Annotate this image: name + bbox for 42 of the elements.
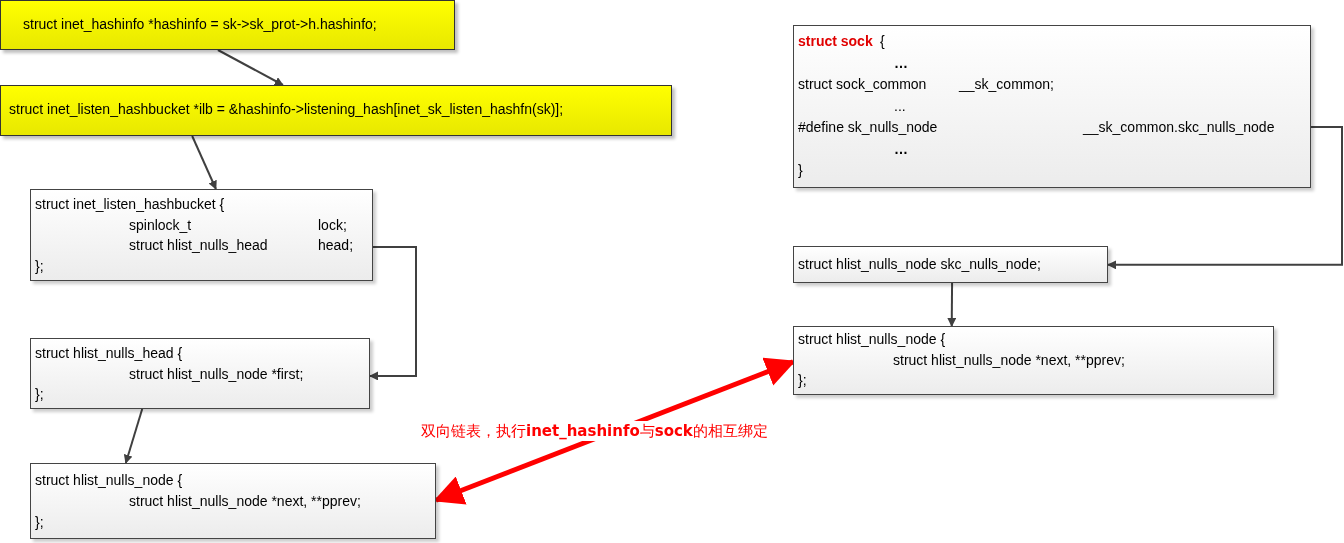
code-text: {	[880, 32, 885, 50]
arrow	[123, 408, 144, 464]
struct-definition-box	[30, 463, 436, 539]
arrow	[191, 135, 217, 190]
code-text: head;	[318, 236, 354, 254]
code-text: struct hlist_nulls_head {	[35, 344, 183, 362]
struct-definition-box	[30, 338, 370, 409]
code-text: ...	[894, 96, 906, 115]
code-text: struct inet_listen_hashbucket {	[35, 195, 225, 213]
code-text: struct hlist_nulls_node {	[798, 330, 946, 348]
struct-definition-box	[30, 189, 373, 281]
code-text: };	[35, 256, 44, 275]
code-text: __sk_common;	[959, 75, 1054, 93]
code-text: struct hlist_nulls_node {	[35, 471, 183, 489]
code-text: };	[35, 513, 44, 531]
code-text: lock;	[318, 215, 347, 234]
code-text: #define sk_nulls_node	[798, 118, 938, 136]
arrow	[216, 49, 284, 86]
code-text: struct inet_listen_hashbucket *ilb = &hashinfo->listening_hash[inet_sk_listen_hashfn(sk)];	[9, 100, 564, 118]
code-text: spinlock_t	[129, 215, 192, 234]
code-text: struct inet_hashinfo *hashinfo = sk->sk_prot->h.hashinfo;	[23, 15, 377, 33]
code-statement-box	[0, 0, 455, 50]
code-text: struct sock_common	[798, 75, 927, 93]
code-text: struct hlist_nulls_node skc_nulls_node;	[798, 255, 1041, 273]
struct-definition-box	[793, 246, 1108, 283]
code-text: …	[894, 139, 908, 158]
arrow	[1107, 126, 1343, 270]
code-text: struct hlist_nulls_node *next, **pprev;	[129, 492, 361, 510]
code-text: }	[798, 161, 803, 179]
arrow	[947, 282, 957, 327]
arrow	[369, 245, 417, 381]
code-text: struct hlist_nulls_node *next, **pprev;	[893, 350, 1125, 369]
code-text: };	[798, 371, 807, 389]
struct-definition-box	[793, 326, 1274, 395]
code-text: __sk_common.skc_nulls_node	[1083, 118, 1275, 136]
code-text: };	[35, 385, 44, 403]
code-text: struct hlist_nulls_head	[129, 236, 268, 254]
code-text: struct sock	[798, 32, 873, 50]
code-statement-box	[0, 85, 672, 136]
struct-definition-box	[793, 25, 1311, 188]
code-text: struct hlist_nulls_node *first;	[129, 364, 304, 383]
code-text: …	[894, 53, 908, 72]
